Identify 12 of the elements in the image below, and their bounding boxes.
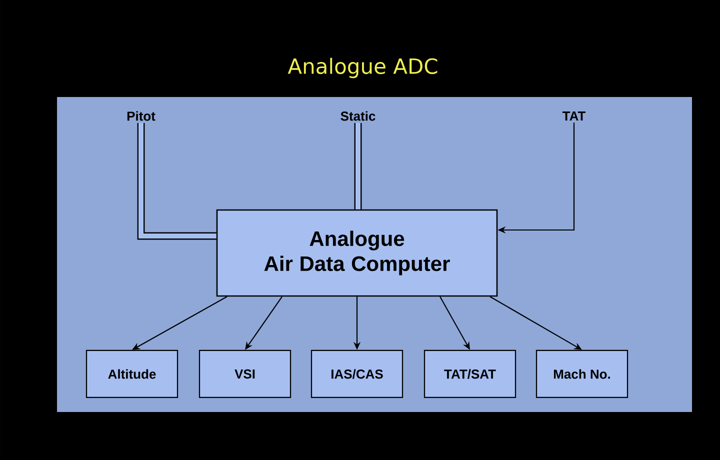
input-label: Pitot [127, 111, 156, 121]
output-box: Altitude [86, 350, 178, 398]
output-box: VSI [198, 350, 292, 398]
double-line [137, 122, 216, 240]
double-line [354, 122, 362, 210]
title: Analogue ADC [288, 58, 438, 78]
input-label: TAT [562, 112, 586, 120]
computer-box: Analogue Air Data Computer [216, 209, 498, 297]
output-box: Mach No. [536, 350, 628, 398]
output-box: TAT/SAT [424, 350, 516, 398]
input-label: Static [340, 111, 376, 121]
output-box: IAS/CAS [310, 350, 404, 398]
